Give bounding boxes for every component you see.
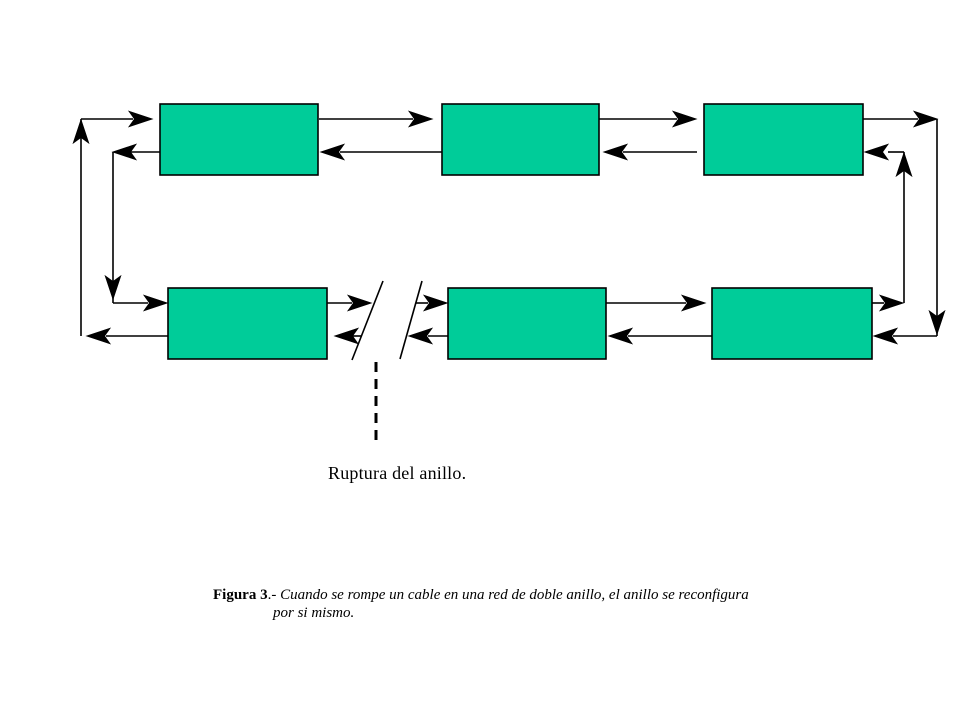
arrow-into-bottom-3 [872,327,937,345]
caption-line-1: Figura 3.- Cuando se rompe un cable en u… [213,586,749,604]
node-box-bottom-1 [167,287,328,360]
right-inner-vertical-up [895,151,913,303]
arrowhead-up-icon [72,118,90,145]
node-box-top-1 [159,103,319,176]
node-box-top-2 [441,103,600,176]
arrow-bottom-1-to-left-corner [85,327,168,345]
node-box-bottom-3 [711,287,873,360]
arrowhead-left-icon [111,143,138,161]
arrow-into-bottom-1 [113,294,169,312]
caption-figure-number: Figura 3 [213,587,268,603]
arrowhead-right-icon [878,294,905,312]
arrow-into-top-1 [81,110,154,128]
break-label: Ruptura del anillo. [328,463,467,483]
caption-text-line1: Cuando se rompe un cable en una red de d… [280,587,749,603]
break-slash-2 [399,280,423,360]
node-boxes [159,103,873,360]
arrow-stub-into-bottom-2-broken [416,294,449,312]
cable-break-marks [351,280,423,444]
arrowhead-down-icon [928,309,946,336]
arrowhead-left-icon [319,143,346,161]
arrowhead-right-icon [407,110,434,128]
arrow-bottom-3-to-right-inner-corner [872,294,905,312]
secondary-ring [104,143,913,312]
arrowhead-left-icon [863,143,890,161]
arrow-top-2-to-top-1 [319,143,442,161]
arrowhead-left-icon [85,327,112,345]
arrow-bottom-3-to-bottom-2 [607,327,712,345]
arrow-into-top-3 [863,143,904,161]
arrowhead-right-icon [422,294,449,312]
arrow-top-1-to-top-2 [319,110,434,128]
figure-caption: Figura 3.- Cuando se rompe un cable en u… [213,586,749,622]
node-box-bottom-2 [447,287,607,360]
arrow-stub-bottom-2-broken [407,327,448,345]
arrowhead-right-icon [142,294,169,312]
arrowhead-down-icon [104,274,122,301]
arrowhead-right-icon [912,110,939,128]
arrowhead-right-icon [680,294,707,312]
arrow-stub-into-bottom-1-broken [333,327,362,345]
arrowhead-right-icon [127,110,154,128]
arrow-top-3-to-top-2 [602,143,697,161]
arrowhead-up-icon [895,151,913,178]
arrow-top-1-to-left-inner-corner [111,143,160,161]
break-slash-1 [351,280,384,361]
arrow-stub-bottom-1-broken [327,294,373,312]
arrowhead-left-icon [407,327,434,345]
left-inner-vertical-down [104,152,122,303]
arrow-top-2-to-top-3 [599,110,698,128]
caption-text-line2: por si mismo. [273,605,355,621]
arrow-top-3-to-right-corner [863,110,939,128]
arrowhead-left-icon [872,327,899,345]
node-box-top-3 [703,103,864,176]
arrowhead-left-icon [333,327,360,345]
arrowhead-left-icon [602,143,629,161]
left-outer-vertical-up [72,118,90,336]
right-outer-vertical-down [928,119,946,336]
arrowhead-right-icon [346,294,373,312]
arrow-bottom-2-to-bottom-3 [606,294,707,312]
arrowhead-right-icon [671,110,698,128]
primary-ring [72,110,946,345]
arrowhead-left-icon [607,327,634,345]
caption-separator: .- [267,587,277,603]
